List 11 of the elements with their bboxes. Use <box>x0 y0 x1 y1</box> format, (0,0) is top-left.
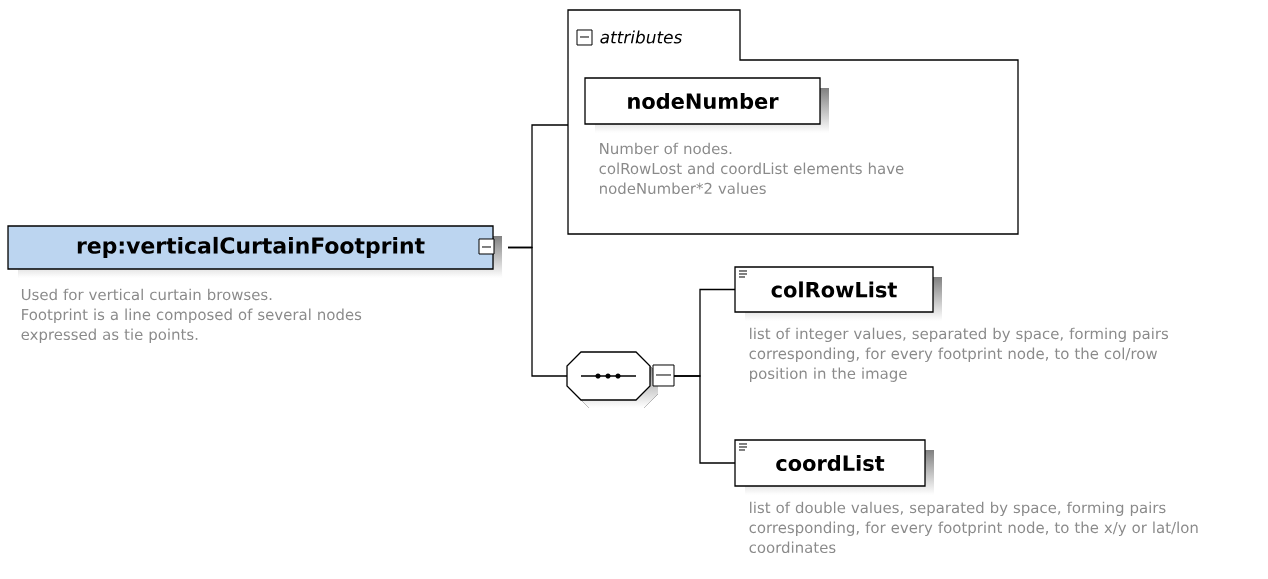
description-text: list of double values, separated by space, forming pairs corresponding, for every footprint node, to the x/y or lat/lon coordinates <box>749 501 1198 554</box>
description-text: Number of nodes. colRowLost and coordList elements have nodeNumber*2 values <box>599 142 904 195</box>
element-box: rep:verticalCurtainFootprint <box>7 225 502 278</box>
connector <box>673 375 736 464</box>
connector <box>507 246 568 377</box>
sequence-compositor <box>566 351 675 408</box>
attribute-box: nodeNumber <box>584 77 829 133</box>
element-box: colRowList <box>734 266 942 321</box>
description-text: Used for vertical curtain browses. Footprint is a line composed of several nodes expressed as tie points. <box>21 288 362 343</box>
element-box: coordList <box>734 439 934 495</box>
description-text: list of integer values, separated by space, forming pairs corresponding, for every footprint node, to the col/row position in the image <box>749 327 1169 382</box>
